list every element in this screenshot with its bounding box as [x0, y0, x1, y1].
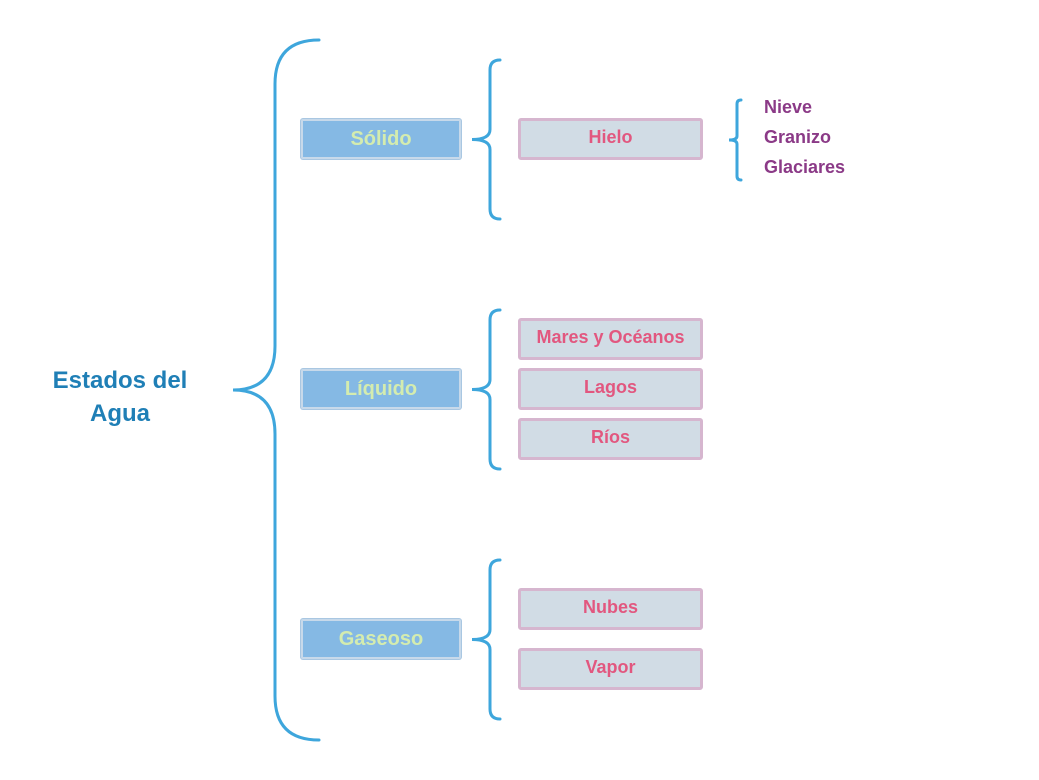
item-hielo: Hielo [518, 118, 703, 160]
brace-gaseoso [471, 558, 502, 721]
leaf-glaciares: Glaciares [764, 157, 846, 177]
state-liquido: Líquido [301, 369, 461, 409]
brace-solido [471, 58, 502, 221]
brace-main [232, 38, 321, 742]
item-mares-y-oceanos: Mares y Océanos [518, 318, 703, 360]
item-rios: Ríos [518, 418, 703, 460]
state-gaseoso: Gaseoso [301, 619, 461, 659]
item-vapor: Vapor [518, 648, 703, 690]
state-solido: Sólido [301, 119, 461, 159]
brace-hielo [728, 98, 743, 182]
item-nubes: Nubes [518, 588, 703, 630]
brace-liquido [471, 308, 502, 471]
leaf-granizo: Granizo [764, 127, 832, 147]
leaf-nieve: Nieve [764, 97, 813, 117]
diagram-title: Estados del Agua [52, 367, 188, 427]
item-lagos: Lagos [518, 368, 703, 410]
